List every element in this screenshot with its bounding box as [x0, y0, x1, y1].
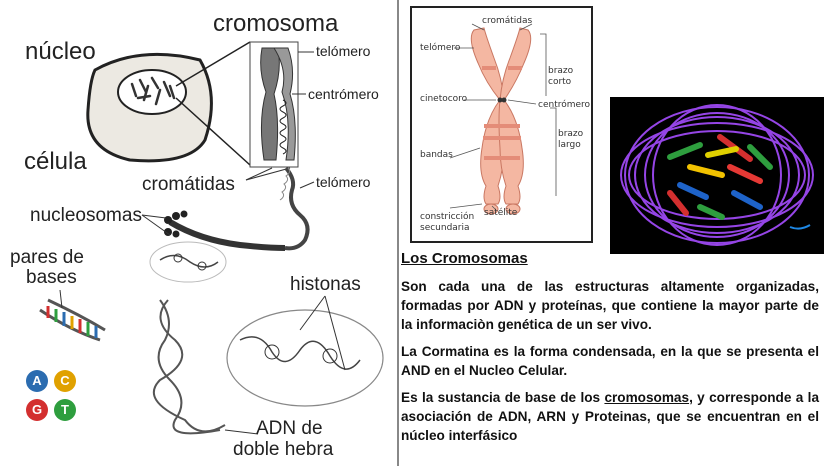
- bands: [482, 66, 522, 160]
- chromosome-shape: [260, 47, 280, 161]
- label-satelite: satélite: [484, 208, 518, 218]
- label-brazo-corto-2: corto: [548, 77, 572, 87]
- label-telomero-top: telómero: [316, 43, 371, 59]
- base-a-badge: A: [26, 370, 48, 392]
- chromosome-coil: [279, 99, 287, 155]
- label-nucleosomas: nucleosomas: [30, 205, 142, 226]
- label-brazo-largo-1: brazo: [558, 129, 584, 139]
- cromosomas-link[interactable]: cromosomas: [604, 390, 690, 405]
- label-pares-de: pares de: [10, 247, 84, 268]
- label-centromero-small: centrómero: [538, 100, 591, 110]
- label-bases: bases: [26, 267, 77, 288]
- nucleosome-structure-image: [610, 97, 824, 254]
- zoom-line: [175, 97, 251, 166]
- paragraph-cromatina: La Cormatina es la forma condensada, en …: [401, 344, 819, 378]
- chromatin-illustration: [39, 41, 384, 435]
- label-constriccion-2: secundaria: [420, 223, 470, 233]
- text-panel: Los Cromosomas Son cada una de las estru…: [401, 250, 819, 453]
- label-telomero-small: telómero: [420, 43, 461, 53]
- label-cromatidas-small: cromátidas: [482, 16, 533, 26]
- label-doble-hebra: doble hebra: [233, 439, 334, 460]
- column-divider: [397, 0, 399, 466]
- base-t-badge: T: [54, 399, 76, 421]
- paragraph-sustancia: Es la sustancia de base de los cromosoma…: [401, 388, 819, 445]
- label-constriccion-1: constricción: [420, 212, 475, 222]
- nucleosome-chain: [168, 219, 286, 251]
- label-adn-de: ADN de: [256, 418, 323, 439]
- label-bandas: bandas: [420, 150, 453, 160]
- label-histonas: histonas: [290, 274, 361, 295]
- zoom-line: [175, 41, 251, 87]
- paragraph-definition: Son cada una de las estructuras altament…: [401, 279, 819, 332]
- label-brazo-corto-1: brazo: [548, 66, 574, 76]
- label-telomero-bottom: telómero: [316, 174, 371, 190]
- section-title: Los Cromosomas: [401, 250, 528, 267]
- label-cromosoma: cromosoma: [213, 10, 339, 37]
- nucleus: [117, 69, 187, 115]
- paragraph-sustancia-end: , y corresponde a la asociación de ADN, …: [401, 390, 820, 443]
- label-centromero: centrómero: [308, 86, 379, 102]
- paragraph-sustancia-start: Es la sustancia de base de los: [401, 390, 605, 405]
- label-cinetocoro: cinetocoro: [420, 94, 468, 104]
- base-pair-helix: [39, 298, 106, 342]
- chromosome-diagram-panel: cromátidas telómero brazo corto cinetoco…: [410, 6, 593, 243]
- nucleosome-structure-drawing: [610, 97, 824, 254]
- beads-ellipse: [149, 241, 227, 283]
- nucleosome-beads: [164, 210, 188, 238]
- nucleus-chromosomes: [130, 76, 176, 106]
- histone-ellipse: [226, 309, 384, 407]
- base-g-badge: G: [26, 399, 48, 421]
- label-cromatidas: cromátidas: [142, 174, 235, 195]
- base-c-badge: C: [54, 370, 76, 392]
- label-brazo-largo-2: largo: [558, 140, 581, 150]
- label-celula: célula: [24, 148, 87, 175]
- chromosome-drawing: [449, 23, 557, 215]
- chromatin-fiber: [284, 166, 310, 251]
- dna-strand: [157, 299, 221, 435]
- chromatid-right: [498, 27, 532, 205]
- label-nucleo: núcleo: [25, 38, 96, 65]
